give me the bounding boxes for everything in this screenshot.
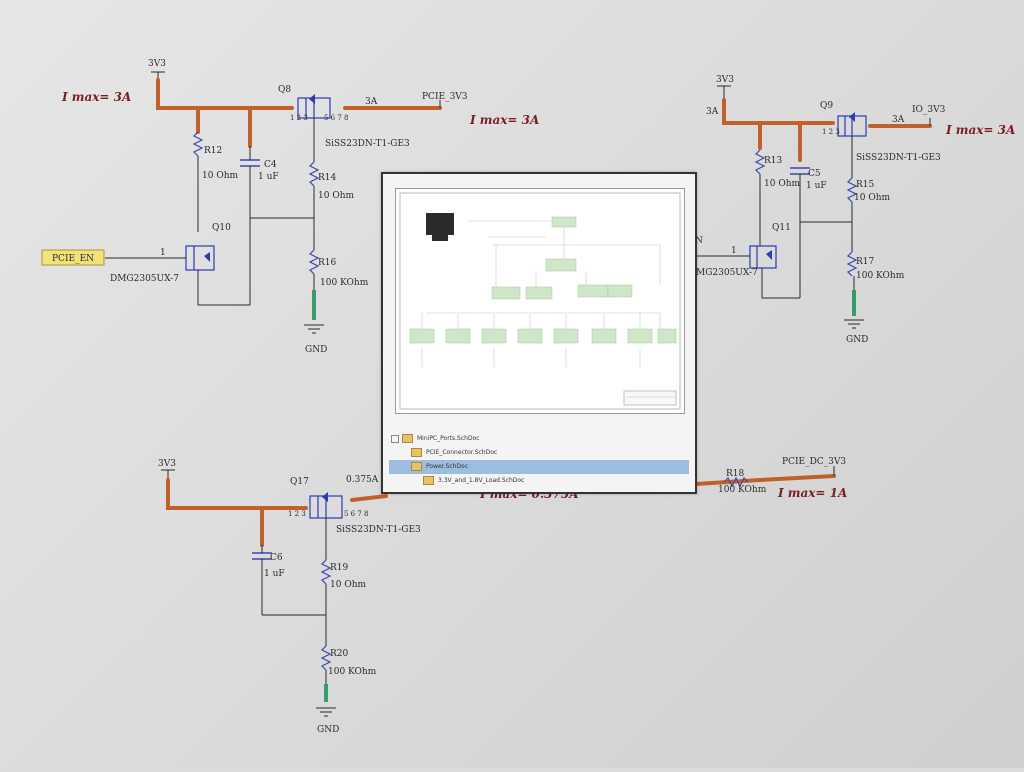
component-part: MG2305UX-7 [696, 268, 758, 278]
sheet-hierarchy-popup[interactable]: MiniPC_Ports.SchDoc PCIE_Connector.SchDo… [381, 172, 697, 494]
imax-label: I max= 3A [945, 123, 1015, 137]
collapse-icon[interactable] [391, 434, 399, 443]
sheet-tree[interactable]: MiniPC_Ports.SchDoc PCIE_Connector.SchDo… [389, 432, 689, 488]
pin-number: 1 [160, 248, 166, 258]
sheet-preview-thumbnail[interactable] [395, 188, 685, 414]
port-label: PCIE_EN [52, 254, 94, 264]
mosfet-q9[interactable]: 1 2 3 [822, 112, 867, 137]
net-label-3v3: 3V3 [158, 459, 176, 469]
component-value: 10 Ohm [202, 171, 238, 181]
mosfet-q17[interactable]: 1 2 3 5 6 7 8 [288, 492, 369, 519]
component-ref: C6 [270, 553, 283, 563]
svg-text:5 6 7 8: 5 6 7 8 [344, 510, 369, 518]
net-label-gnd: GND [846, 335, 868, 345]
component-value: 100 KOhm [856, 271, 905, 281]
svg-text:5 6 7 8: 5 6 7 8 [324, 114, 349, 122]
component-ref: R15 [856, 180, 875, 190]
tree-node-selected[interactable]: Power.SchDoc [389, 460, 689, 474]
component-ref: Q17 [290, 477, 309, 487]
tree-node-label: PCIE_Connector.SchDoc [426, 449, 498, 456]
current-flow-label: 3A [706, 107, 719, 117]
net-label-pcie-3v3: PCIE_3V3 [422, 92, 468, 102]
component-value: 1 uF [264, 569, 285, 579]
resistor-r18[interactable] [723, 476, 749, 488]
mosfet-q10[interactable] [185, 245, 215, 271]
component-ref: Q9 [820, 101, 833, 111]
imax-label: I max= 3A [61, 90, 131, 104]
net-label-gnd: GND [317, 725, 339, 735]
component-part: SiSS23DN-T1-GE3 [325, 139, 410, 149]
schdoc-icon [411, 448, 422, 457]
port-pcie-en[interactable] [41, 249, 105, 266]
schdoc-icon [402, 434, 413, 443]
component-ref: R14 [318, 173, 337, 183]
tree-node-label: Power.SchDoc [426, 463, 468, 470]
component-value: 100 KOhm [718, 485, 767, 495]
component-ref: R16 [318, 258, 337, 268]
component-ref: R18 [726, 469, 745, 479]
net-label-pcie-dc-3v3: PCIE_DC_3V3 [782, 457, 846, 467]
component-value: 1 uF [258, 172, 279, 182]
component-value: 100 KOhm [328, 667, 377, 677]
component-ref: R20 [330, 649, 349, 659]
current-flow-label: 0.375A [346, 475, 379, 485]
imax-label: I max= 3A [469, 113, 539, 127]
net-label-3v3: 3V3 [716, 75, 734, 85]
component-part: SiSS23DN-T1-GE3 [856, 153, 941, 163]
current-flow-label: 3A [365, 97, 378, 107]
imax-label: I max= 1A [777, 486, 847, 500]
net-label-io-3v3: IO_3V3 [912, 105, 946, 115]
current-flow-label: 3A [892, 115, 905, 125]
component-value: 10 Ohm [764, 179, 800, 189]
component-ref: R17 [856, 257, 875, 267]
tree-node-child[interactable]: PCIE_Connector.SchDoc [389, 446, 689, 460]
mosfet-q8[interactable]: 1 2 3 5 6 7 8 [290, 94, 349, 140]
component-ref: R19 [330, 563, 349, 573]
component-part: SiSS23DN-T1-GE3 [336, 525, 421, 535]
component-ref: Q10 [212, 223, 231, 233]
net-stub-label: N [695, 236, 703, 246]
component-ref: Q11 [772, 223, 791, 233]
component-ref: C5 [808, 169, 821, 179]
component-value: 10 Ohm [854, 193, 890, 203]
component-ref: C4 [264, 160, 277, 170]
net-label-gnd: GND [305, 345, 327, 355]
svg-text:1 2 3: 1 2 3 [288, 510, 306, 518]
pin-number: 1 [731, 246, 737, 256]
preview-canvas [399, 192, 681, 410]
tree-node-child[interactable]: 3.3V_and_1.8V_Load.SchDoc [389, 474, 689, 488]
mosfet-q11[interactable] [749, 245, 777, 269]
schdoc-icon [411, 462, 422, 471]
component-value: 10 Ohm [318, 191, 354, 201]
component-ref: R13 [764, 156, 783, 166]
component-ref: R12 [204, 146, 222, 156]
component-value: 10 Ohm [330, 580, 366, 590]
schdoc-icon [423, 476, 434, 485]
component-part: DMG2305UX-7 [110, 274, 179, 284]
svg-text:1 2 3: 1 2 3 [822, 128, 840, 136]
svg-text:1 2 3: 1 2 3 [290, 114, 308, 122]
tree-node-root[interactable]: MiniPC_Ports.SchDoc [389, 432, 689, 446]
tree-node-label: MiniPC_Ports.SchDoc [417, 435, 480, 442]
net-label-3v3: 3V3 [148, 59, 166, 69]
tree-node-label: 3.3V_and_1.8V_Load.SchDoc [438, 477, 525, 484]
component-ref: Q8 [278, 85, 291, 95]
component-value: 1 uF [806, 181, 827, 191]
component-value: 100 KOhm [320, 278, 369, 288]
